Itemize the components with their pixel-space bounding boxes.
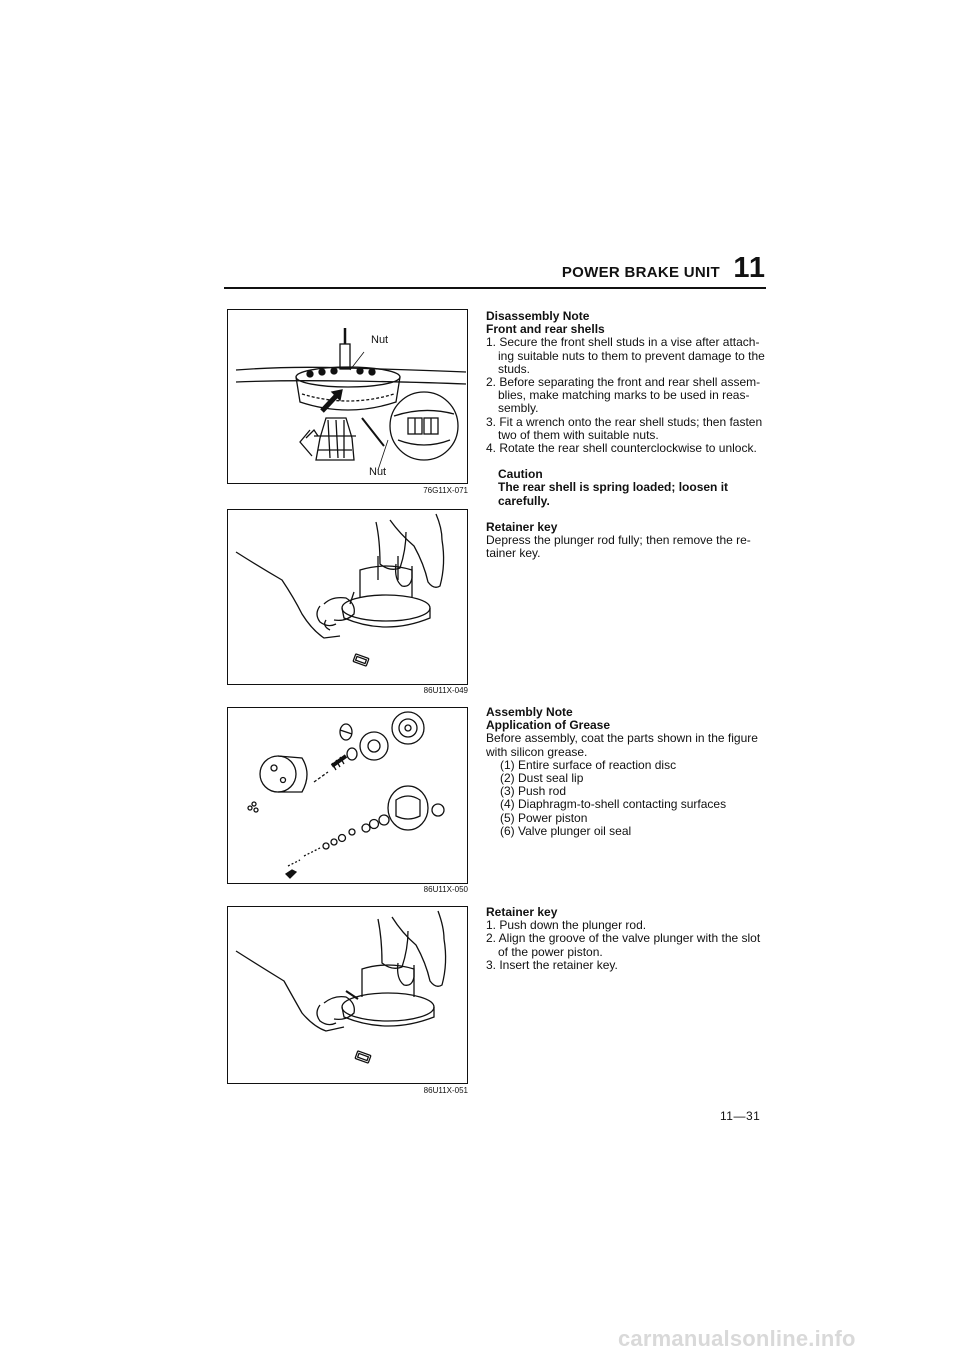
disassembly-heading: Disassembly Note [486,309,590,323]
figure-code: 76G11X-071 [423,486,468,495]
assembly-note: Assembly Note Application of Grease Befo… [486,705,770,838]
assembly-intro: Before assembly, coat the parts shown in… [486,731,758,759]
caution-text: The rear shell is spring loaded; loosen … [498,480,729,508]
caution-title: Caution [498,467,543,482]
step: 1. Push down the plunger rod. [486,918,647,933]
grease-item: (4) Diaphragm-to-shell contacting surfac… [500,797,727,812]
header-rule [224,287,766,289]
step: 1. Secure the front shell studs in a vis… [486,335,765,376]
page-header: POWER BRAKE UNIT 11 [224,250,766,290]
disassembly-note: Disassembly Note Front and rear shells 1… [486,309,770,508]
step: 3. Insert the retainer key. [486,957,618,972]
figure-code: 86U11X-049 [423,686,468,695]
figure-code: 86U11X-050 [423,885,468,894]
step: 3. Fit a wrench onto the rear shell stud… [486,414,763,442]
retainer-text: Depress the plunger rod fully; then remo… [486,533,751,561]
grease-item: (5) Power piston [500,810,588,825]
step: 2. Before separating the front and rear … [486,375,761,416]
disassembly-subheading: Front and rear shells [486,322,605,337]
grease-item: (3) Push rod [500,784,567,799]
assembly-heading: Assembly Note [486,705,573,719]
figure-retainer-removal [227,509,468,685]
step: 2. Align the groove of the valve plunger… [486,931,761,959]
figure-code: 86U11X-051 [423,1086,468,1095]
figure-shell-vise: Nut Nut [227,309,468,484]
grease-item: (1) Entire surface of reaction disc [500,757,677,772]
nut-label-top: Nut [371,334,389,346]
retainer-heading: Retainer key [486,520,558,534]
retainer-key-removal-illustration [235,513,445,667]
section-title: POWER BRAKE UNIT [561,264,720,281]
retainer-key-insertion-illustration [235,910,447,1064]
watermark: carmanualsonline.info [618,1326,856,1351]
page-number: 11—31 [720,1109,761,1123]
figure-retainer-install [227,906,468,1084]
exploded-parts-grease-illustration [247,711,445,879]
step: 4. Rotate the rear shell counterclockwis… [486,441,757,456]
retainer-key-install: Retainer key 1. Push down the plunger ro… [486,905,770,972]
retainer-heading: Retainer key [486,905,558,919]
chapter-number: 11 [733,252,766,284]
brake-shell-vise-illustration [235,328,467,471]
retainer-key-removal: Retainer key Depress the plunger rod ful… [486,520,770,561]
figure-grease-parts [227,707,468,884]
grease-item: (2) Dust seal lip [500,771,584,786]
grease-item: (6) Valve plunger oil seal [500,823,632,838]
nut-label-bottom: Nut [369,466,387,478]
assembly-subheading: Application of Grease [486,718,611,733]
